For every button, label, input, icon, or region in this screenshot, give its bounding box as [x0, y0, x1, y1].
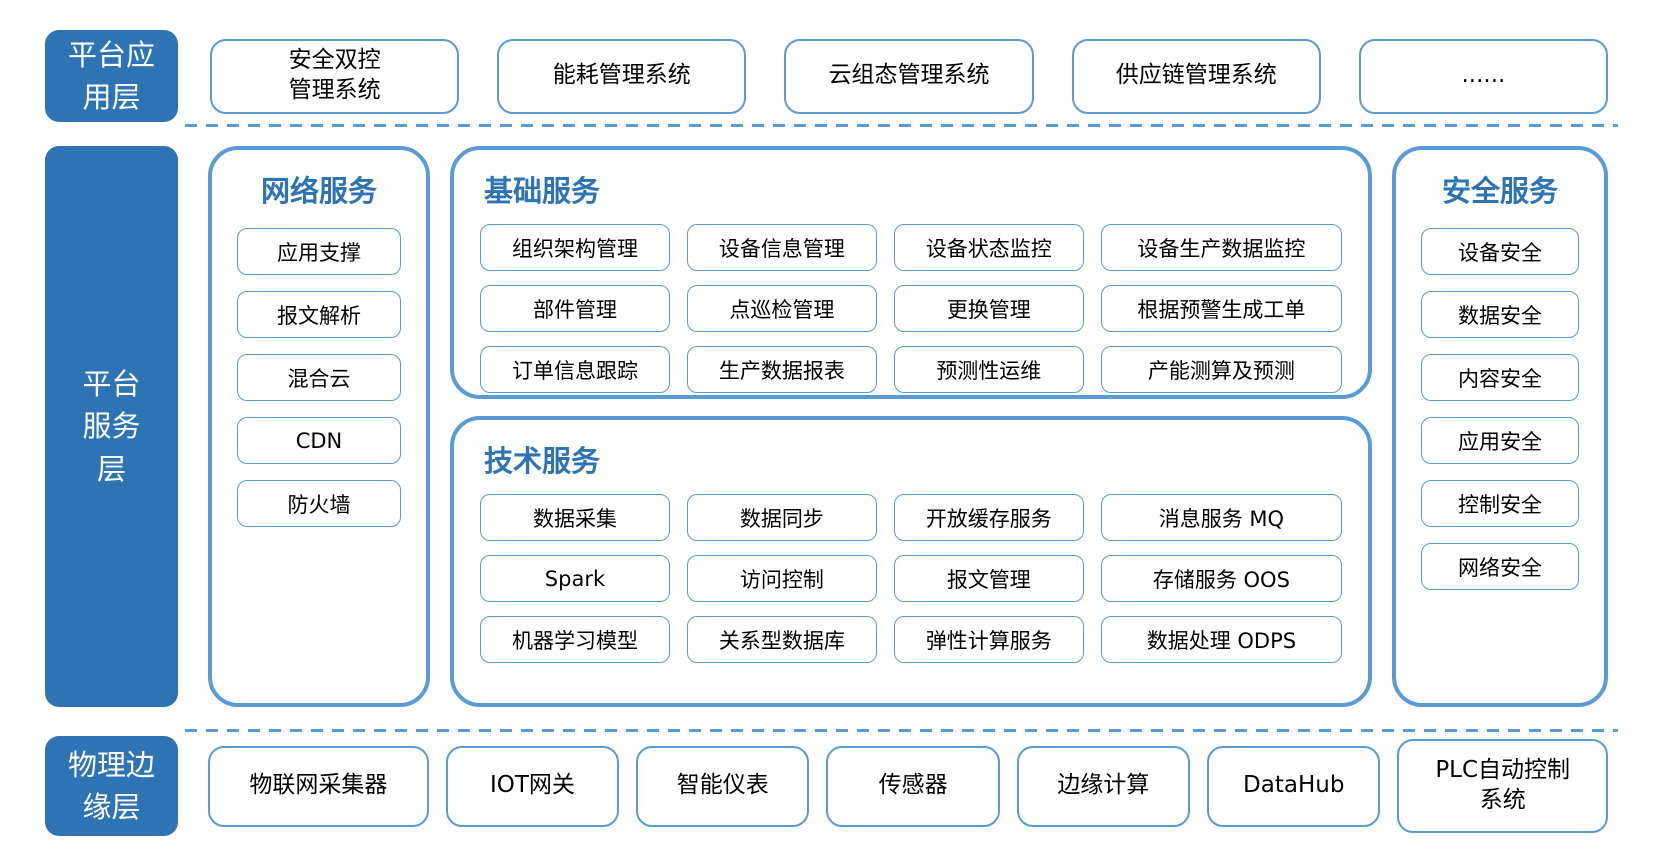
edge-device-box: DataHub: [1207, 745, 1381, 827]
tech-items: 数据采集 数据同步 开放缓存服务 消息服务 MQ Spark 访问控制 报文管理…: [454, 480, 1368, 663]
service-item: 数据采集: [480, 494, 670, 541]
service-item: 机器学习模型: [480, 616, 670, 663]
group-title: 网络服务: [260, 174, 377, 208]
security-items: 设备安全 数据安全 内容安全 应用安全 控制安全 网络安全: [1396, 210, 1604, 590]
edge-layer-row: 物理边 缘层 物联网采集器 IOT网关 智能仪表 传感器 边缘计算 DataHu…: [45, 735, 1608, 837]
app-system-box: 安全双控 管理系统: [210, 38, 460, 114]
app-layer-boxes: 安全双控 管理系统 能耗管理系统 云组态管理系统 供应链管理系统 ......: [210, 30, 1609, 122]
app-system-box: 供应链管理系统: [1071, 38, 1321, 114]
network-items: 应用支撑 报文解析 混合云 CDN 防火墙: [212, 210, 426, 527]
app-layer-row: 平台应 用层 安全双控 管理系统 能耗管理系统 云组态管理系统 供应链管理系统 …: [45, 30, 1609, 122]
basic-items: 组织架构管理 设备信息管理 设备状态监控 设备生产数据监控 部件管理 点巡检管理…: [454, 210, 1368, 393]
service-item: 访问控制: [686, 555, 877, 602]
service-item: 根据预警生成工单: [1100, 285, 1342, 332]
service-item: 混合云: [237, 354, 401, 401]
service-group-basic: 基础服务 组织架构管理 设备信息管理 设备状态监控 设备生产数据监控 部件管理 …: [450, 146, 1372, 399]
app-system-box: ......: [1358, 38, 1609, 114]
service-item: 弹性计算服务: [893, 616, 1084, 663]
service-item: 部件管理: [480, 285, 670, 332]
service-item: 控制安全: [1421, 480, 1579, 527]
service-group-network: 网络服务 应用支撑 报文解析 混合云 CDN 防火墙: [208, 146, 430, 707]
edge-device-box: 智能仪表: [636, 745, 810, 827]
service-group-tech: 技术服务 数据采集 数据同步 开放缓存服务 消息服务 MQ Spark 访问控制…: [450, 416, 1372, 707]
service-item: 应用支撑: [237, 228, 401, 275]
service-group-security: 安全服务 设备安全 数据安全 内容安全 应用安全 控制安全 网络安全: [1392, 146, 1608, 707]
service-item: 产能测算及预测: [1100, 346, 1342, 393]
layer-divider: [185, 124, 1618, 127]
layer-divider: [185, 729, 1618, 732]
service-item: 数据安全: [1421, 291, 1579, 338]
service-item: 点巡检管理: [686, 285, 877, 332]
edge-device-box: PLC自动控制 系统: [1397, 739, 1608, 833]
edge-layer-boxes: 物联网采集器 IOT网关 智能仪表 传感器 边缘计算 DataHub PLC自动…: [208, 739, 1608, 833]
service-item: 报文管理: [893, 555, 1084, 602]
service-item: 设备生产数据监控: [1100, 224, 1342, 271]
edge-device-box: 物联网采集器: [208, 745, 429, 827]
service-item: 更换管理: [893, 285, 1084, 332]
service-item: CDN: [237, 417, 401, 464]
service-item: 数据同步: [686, 494, 877, 541]
service-layer-row: 平台 服务 层 网络服务 应用支撑 报文解析 混合云 CDN 防火墙 基础服务 …: [45, 146, 1608, 707]
service-item: 开放缓存服务: [893, 494, 1084, 541]
edge-device-box: 传感器: [826, 745, 1000, 827]
service-item: 应用安全: [1421, 417, 1579, 464]
service-item: 设备安全: [1421, 228, 1579, 275]
layer-label-service: 平台 服务 层: [45, 146, 178, 707]
layer-label-app: 平台应 用层: [45, 30, 178, 122]
service-item: 组织架构管理: [480, 224, 670, 271]
edge-device-box: 边缘计算: [1016, 745, 1191, 827]
service-item: 防火墙: [237, 480, 401, 527]
app-system-box: 能耗管理系统: [497, 38, 747, 114]
service-item: 生产数据报表: [686, 346, 877, 393]
service-item: 关系型数据库: [686, 616, 877, 663]
group-title: 基础服务: [484, 174, 601, 208]
service-item: 数据处理 ODPS: [1100, 616, 1342, 663]
service-groups: 网络服务 应用支撑 报文解析 混合云 CDN 防火墙 基础服务 组织架构管理 设…: [208, 146, 1608, 707]
edge-device-box: IOT网关: [445, 745, 620, 827]
service-item: 内容安全: [1421, 354, 1579, 401]
service-item: 订单信息跟踪: [480, 346, 670, 393]
service-item: 设备信息管理: [686, 224, 877, 271]
app-system-box: 云组态管理系统: [784, 38, 1034, 114]
service-item: 网络安全: [1421, 543, 1579, 590]
service-item: 预测性运维: [893, 346, 1084, 393]
service-item: 设备状态监控: [893, 224, 1084, 271]
service-item: Spark: [480, 555, 670, 602]
group-title: 安全服务: [1441, 174, 1558, 208]
group-title: 技术服务: [484, 444, 601, 478]
layer-label-edge: 物理边 缘层: [45, 736, 178, 836]
service-item: 报文解析: [237, 291, 401, 338]
service-item: 消息服务 MQ: [1100, 494, 1342, 541]
service-item: 存储服务 OOS: [1100, 555, 1342, 602]
service-middle-column: 基础服务 组织架构管理 设备信息管理 设备状态监控 设备生产数据监控 部件管理 …: [450, 146, 1372, 707]
